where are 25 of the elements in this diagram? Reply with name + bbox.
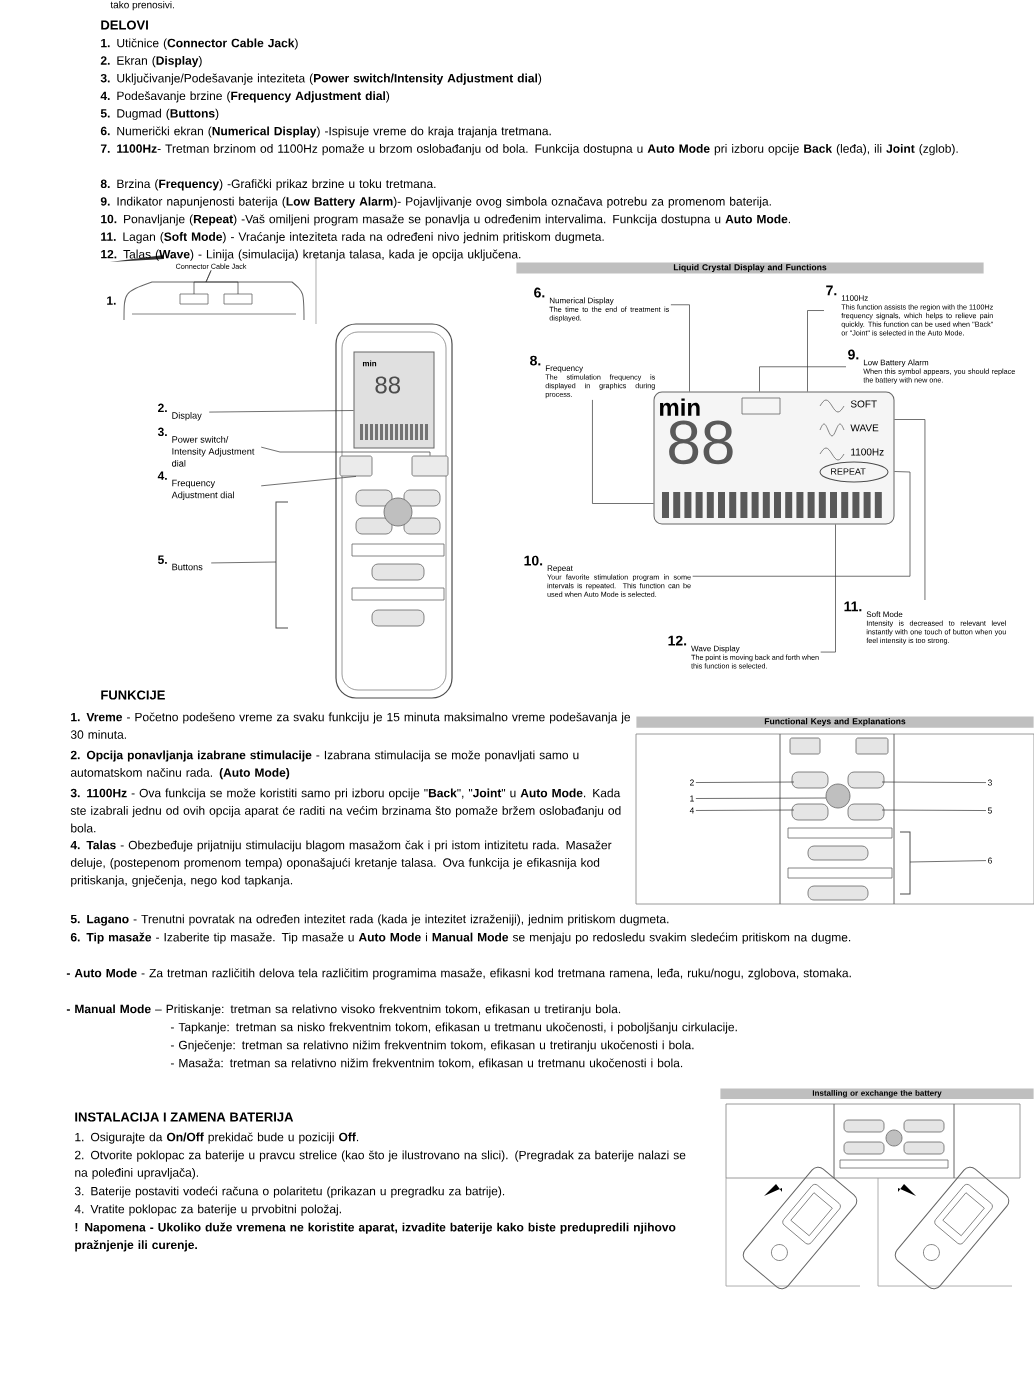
leader-line — [695, 797, 827, 799]
leader-line — [670, 304, 690, 392]
leader-line — [695, 809, 795, 811]
dial — [339, 455, 373, 477]
display-screen — [653, 391, 895, 525]
leader-line — [881, 809, 987, 811]
leader-line — [210, 561, 277, 564]
lcd-text: min — [659, 398, 700, 416]
leader-line — [205, 270, 239, 295]
leader-line — [807, 310, 825, 392]
leader-line — [695, 781, 795, 783]
leader-line — [820, 524, 836, 653]
leader-line — [759, 366, 847, 392]
leader-line — [208, 410, 354, 413]
leader-line — [260, 446, 431, 456]
leader-line — [592, 399, 654, 504]
leader-line — [692, 471, 911, 577]
leader-line — [881, 781, 987, 783]
lcd-text: 88 — [375, 376, 401, 394]
display-screen — [353, 351, 435, 449]
leader-line — [894, 419, 926, 601]
dial — [411, 455, 449, 477]
leader-line — [909, 860, 987, 863]
lcd-text: 88 — [669, 420, 733, 465]
leader-line — [260, 476, 357, 487]
